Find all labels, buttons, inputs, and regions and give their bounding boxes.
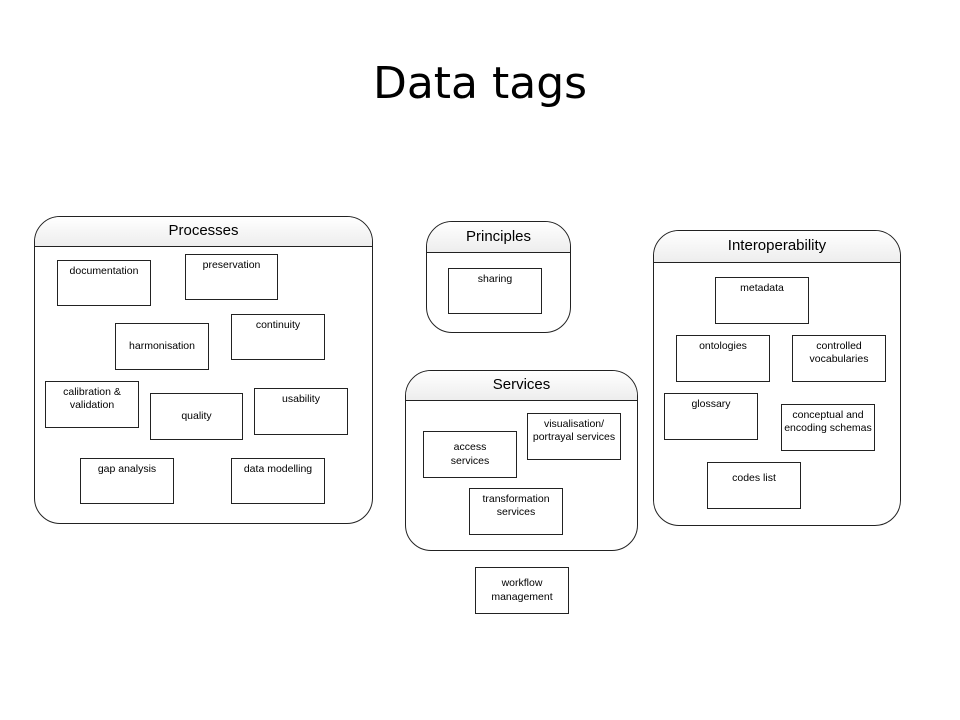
usability-box: usability: [254, 388, 348, 435]
processes-header: Processes: [35, 217, 372, 247]
continuity-box: continuity: [231, 314, 325, 360]
harmonisation-box: harmonisation: [115, 323, 209, 370]
controlled-vocabularies-box: controlled vocabularies: [792, 335, 886, 382]
gap-analysis-box: gap analysis: [80, 458, 174, 504]
access-services-box: access services: [423, 431, 517, 478]
interoperability-header: Interoperability: [654, 231, 900, 263]
transformation-services-box: transformation services: [469, 488, 563, 535]
principles-header: Principles: [427, 222, 570, 253]
data-modelling-box: data modelling: [231, 458, 325, 504]
sharing-box: sharing: [448, 268, 542, 314]
visualisation-portrayal-services-box: visualisation/ portrayal services: [527, 413, 621, 460]
metadata-box: metadata: [715, 277, 809, 324]
services-header: Services: [406, 371, 637, 401]
conceptual-encoding-schemas-box: conceptual and encoding schemas: [781, 404, 875, 451]
quality-box: quality: [150, 393, 243, 440]
codes-list-box: codes list: [707, 462, 801, 509]
glossary-box: glossary: [664, 393, 758, 440]
slide-title: Data tags: [372, 58, 588, 109]
ontologies-box: ontologies: [676, 335, 770, 382]
documentation-box: documentation: [57, 260, 151, 306]
workflow-management-box: workflow management: [475, 567, 569, 614]
calibration-validation-box: calibration & validation: [45, 381, 139, 428]
preservation-box: preservation: [185, 254, 278, 300]
